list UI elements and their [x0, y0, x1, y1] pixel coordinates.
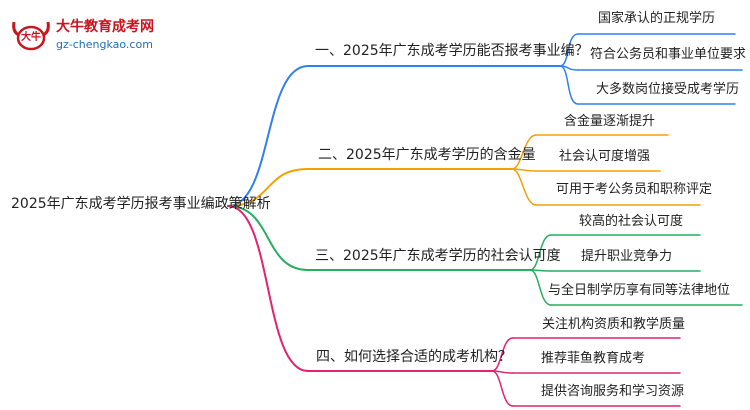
branch-1-connector — [227, 65, 309, 207]
branch-1-leaf-2: 符合公务员和事业单位要求 — [590, 47, 747, 62]
branch-4-leaf-1: 关注机构资质和教学质量 — [542, 317, 686, 332]
branch-2-leaf-3: 可用于考公务员和职称评定 — [556, 182, 713, 197]
branch-4-connector — [227, 205, 309, 372]
branch-4-leaf-3: 提供咨询服务和学习资源 — [541, 384, 685, 399]
root-topic: 2025年广东成考学历报考事业编政策解析 — [11, 196, 271, 212]
logo-url: gz-chengkao.com — [56, 38, 153, 51]
branch-3-leaf-3: 与全日制学历享有同等法律地位 — [548, 283, 731, 298]
logo: 大牛 大牛教育成考网 gz-chengkao.com — [10, 14, 180, 54]
branch-2-leaf-3-connector — [511, 168, 537, 206]
branch-4-label: 四、如何选择合适的成考机构？ — [316, 349, 512, 365]
branch-2-leaf-2: 社会认可度增强 — [559, 149, 651, 164]
branch-1-leaf-3: 大多数岗位接受成考学历 — [596, 82, 740, 97]
branch-4-leaf-1-connector — [491, 337, 514, 372]
branch-2-leaf-1-connector — [511, 134, 537, 170]
branch-1-leaf-3-connector — [559, 65, 579, 105]
branch-1-leaf-1: 国家承认的正规学历 — [598, 11, 716, 26]
branch-2-leaf-1: 含金量逐渐提升 — [564, 114, 656, 129]
logo-emblem-text: 大牛 — [21, 32, 41, 43]
branch-3-label: 三、2025年广东成考学历的社会认可度 — [315, 248, 561, 264]
branch-3-leaf-2: 提升职业竞争力 — [581, 249, 673, 264]
bull-logo-icon — [12, 21, 50, 51]
logo-title: 大牛教育成考网 — [56, 19, 154, 35]
branch-3-leaf-1: 较高的社会认可度 — [579, 214, 684, 229]
branch-1-leaf-1-connector — [559, 33, 579, 67]
branch-3-leaf-3-connector — [529, 269, 552, 306]
branch-3-leaf-1-connector — [529, 234, 552, 271]
branch-4-leaf-3-connector — [491, 370, 514, 407]
branch-1-label: 一、2025年广东成考学历能否报考事业编？ — [315, 43, 589, 59]
branch-3-connector — [227, 205, 309, 271]
branch-4-leaf-2: 推荐菲鱼教育成考 — [541, 351, 646, 366]
branch-2-label: 二、2025年广东成考学历的含金量 — [318, 147, 536, 163]
branch-2-connector — [227, 168, 309, 207]
